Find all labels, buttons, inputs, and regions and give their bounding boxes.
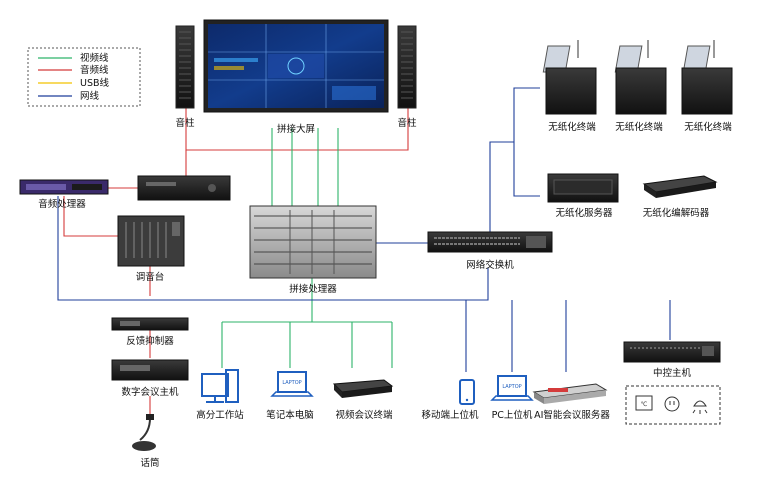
paperless-server-label: 无纸化服务器 <box>555 207 613 219</box>
laptop: LAPTOP 笔记本电脑 <box>266 371 314 421</box>
network-line-paperless <box>489 87 540 232</box>
laptop-screen-text: LAPTOP <box>282 380 301 386</box>
legend-frame <box>27 47 141 107</box>
microphone-label: 话筒 <box>140 457 159 469</box>
connections <box>57 87 671 418</box>
speaker-column-icon <box>175 25 195 109</box>
digital-conference-host-label: 数字会议主机 <box>121 386 179 398</box>
amplifier-icon <box>137 175 231 201</box>
pc-screen-text: LAPTOP <box>502 384 521 390</box>
paperless-terminal-2-label: 无纸化终端 <box>615 121 663 133</box>
paperless-terminal-3-label: 无纸化终端 <box>684 121 732 133</box>
network-switch-label: 网络交换机 <box>466 259 514 271</box>
paperless-codec: 无纸化编解码器 <box>642 175 718 219</box>
legend-audio-label: 音频线 <box>80 64 109 76</box>
laptop-label: 笔记本电脑 <box>266 409 314 421</box>
network-switch: 网络交换机 <box>427 231 553 271</box>
paperless-terminal-3: 无纸化终端 <box>681 40 733 133</box>
audio-line-speakers <box>185 108 409 151</box>
splice-processor: 拼接处理器 <box>249 205 377 295</box>
video-line-bus <box>221 321 393 368</box>
workstation: 高分工作站 <box>196 369 244 421</box>
legend-usb-label: USB线 <box>80 77 110 89</box>
mixer-label: 调音台 <box>136 271 165 283</box>
video-wall: 拼接大屏 <box>203 19 389 135</box>
feedback-suppressor-label: 反馈抑制器 <box>126 335 174 347</box>
paperless-server: 无纸化服务器 <box>547 173 619 219</box>
speaker-left: 音柱 <box>175 25 195 129</box>
legend-network-label: 网线 <box>80 90 100 102</box>
workstation-icon <box>201 373 229 397</box>
speaker-right-label: 音柱 <box>397 117 417 129</box>
pc-host: LAPTOP PC上位机 <box>490 375 534 421</box>
digital-conference-host: 数字会议主机 <box>111 359 189 398</box>
audio-processor-label: 音频处理器 <box>38 198 86 210</box>
ai-server: AI智能会议服务器 <box>532 383 610 421</box>
paperless-terminal-2: 无纸化终端 <box>614 40 667 133</box>
power-socket-icon <box>664 396 680 412</box>
mobile-host: 移动端上位机 <box>421 379 479 421</box>
thermostat-text: ℃ <box>641 401 648 408</box>
microphone: 话筒 <box>132 414 160 469</box>
thermostat-icon <box>635 395 653 411</box>
audio-processor: 音频处理器 <box>19 179 109 210</box>
mobile-phone-icon <box>459 379 475 405</box>
ai-server-label: AI智能会议服务器 <box>534 409 610 421</box>
pc-host-label: PC上位机 <box>492 409 533 421</box>
lamp-icon <box>693 400 707 407</box>
amplifier <box>137 175 231 201</box>
network-line-drops <box>465 300 671 372</box>
speaker-left-label: 音柱 <box>175 117 195 129</box>
video-terminal: 视频会议终端 <box>332 379 394 421</box>
splice-processor-icon <box>249 205 377 279</box>
central-control: 中控主机 ℃ <box>623 341 721 425</box>
workstation-label: 高分工作站 <box>196 409 244 421</box>
legend-video-label: 视频线 <box>80 52 109 64</box>
network-line-main-bus <box>57 196 489 301</box>
video-terminal-label: 视频会议终端 <box>335 409 393 421</box>
mixer: 调音台 <box>117 215 185 283</box>
feedback-suppressor: 反馈抑制器 <box>111 317 189 347</box>
central-control-label: 中控主机 <box>653 367 692 379</box>
audio-line-processor-mixer <box>63 196 118 237</box>
speaker-column-icon <box>397 25 417 109</box>
legend: 视频线 音频线 USB线 网线 <box>27 47 141 107</box>
splice-processor-label: 拼接处理器 <box>289 283 337 295</box>
paperless-terminal-1: 无纸化终端 <box>542 40 597 133</box>
speaker-right: 音柱 <box>397 25 417 129</box>
paperless-codec-label: 无纸化编解码器 <box>643 207 710 219</box>
video-wall-label: 拼接大屏 <box>277 123 315 135</box>
control-devices-frame <box>625 385 721 425</box>
microphone-icon <box>139 417 151 441</box>
paperless-terminal-1-label: 无纸化终端 <box>548 121 596 133</box>
mobile-host-label: 移动端上位机 <box>421 409 479 421</box>
